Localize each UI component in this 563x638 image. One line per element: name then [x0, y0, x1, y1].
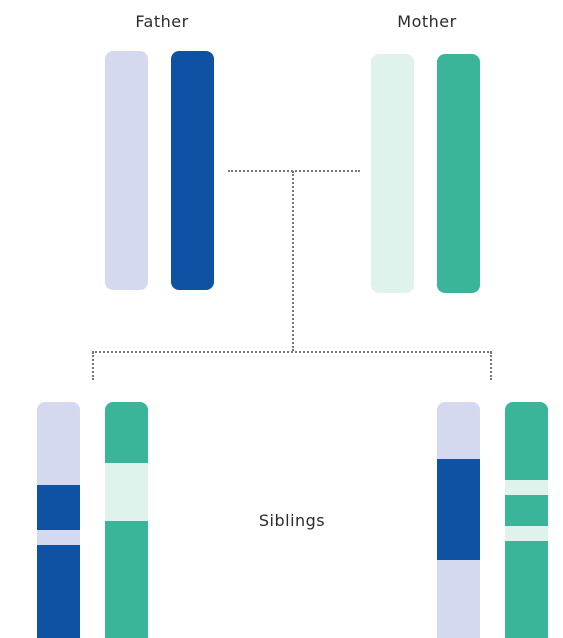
sibling1-paternal-chromosome [37, 402, 80, 638]
sibling1-maternal-light-segment [105, 463, 148, 521]
sibling1-paternal-dark-segment-lower [37, 545, 80, 638]
mother-chromosome-light [371, 54, 414, 293]
right-sibling-drop-line [490, 352, 492, 380]
sibling2-paternal-dark-segment [437, 459, 480, 560]
sibling2-maternal-light-segment-lower [505, 526, 548, 541]
father-chromosome-dark [171, 51, 214, 290]
sibling2-maternal-light-segment [505, 480, 548, 495]
left-sibling-drop-line [92, 352, 94, 380]
mother-chromosome-dark [437, 54, 480, 293]
sibling1-paternal-dark-segment [37, 485, 80, 530]
sibling2-paternal-chromosome [437, 402, 480, 638]
father-chromosome-light [105, 51, 148, 290]
descent-connector-line [292, 171, 294, 351]
father-label: Father [135, 12, 189, 31]
sibling1-maternal-chromosome [105, 402, 148, 638]
mother-label: Mother [397, 12, 457, 31]
siblings-label: Siblings [258, 511, 326, 530]
parents-connector-line [228, 170, 360, 172]
siblings-connector-line [92, 351, 492, 353]
sibling2-maternal-chromosome [505, 402, 548, 638]
